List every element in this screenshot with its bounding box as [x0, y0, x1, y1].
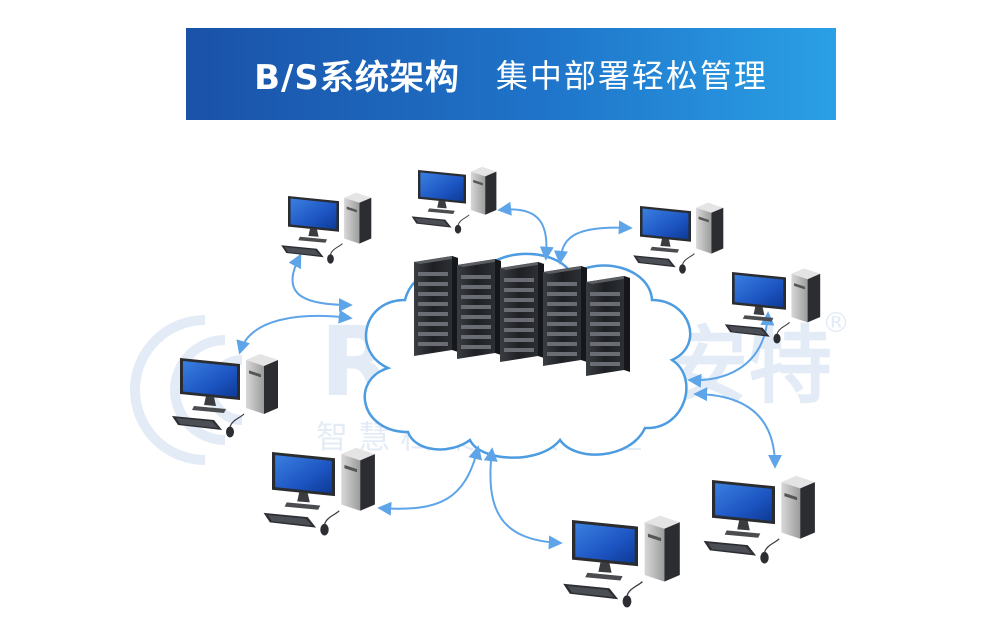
link-left	[236, 309, 353, 355]
link-top-right	[554, 220, 633, 265]
client-top-right	[632, 202, 724, 275]
client-top-left	[280, 192, 372, 265]
link-top-left	[288, 253, 353, 312]
client-top-center	[411, 166, 497, 235]
client-left	[171, 353, 279, 439]
client-bottom-left	[262, 447, 376, 537]
link-bottom-right	[693, 387, 782, 469]
banner-subtitle: 集中部署轻松管理	[495, 57, 768, 95]
title-banner: B/S系统架构 集中部署轻松管理	[186, 28, 836, 120]
client-bottom-center	[562, 514, 681, 609]
network-links	[236, 201, 782, 550]
link-bottom-center	[483, 447, 563, 550]
watermark-registered: ®	[822, 306, 850, 339]
link-bottom-left	[377, 445, 483, 516]
banner-title: B/S系统架构	[254, 57, 460, 98]
link-right	[687, 311, 775, 388]
link-top-center	[497, 201, 554, 261]
client-bottom-right	[702, 475, 816, 565]
